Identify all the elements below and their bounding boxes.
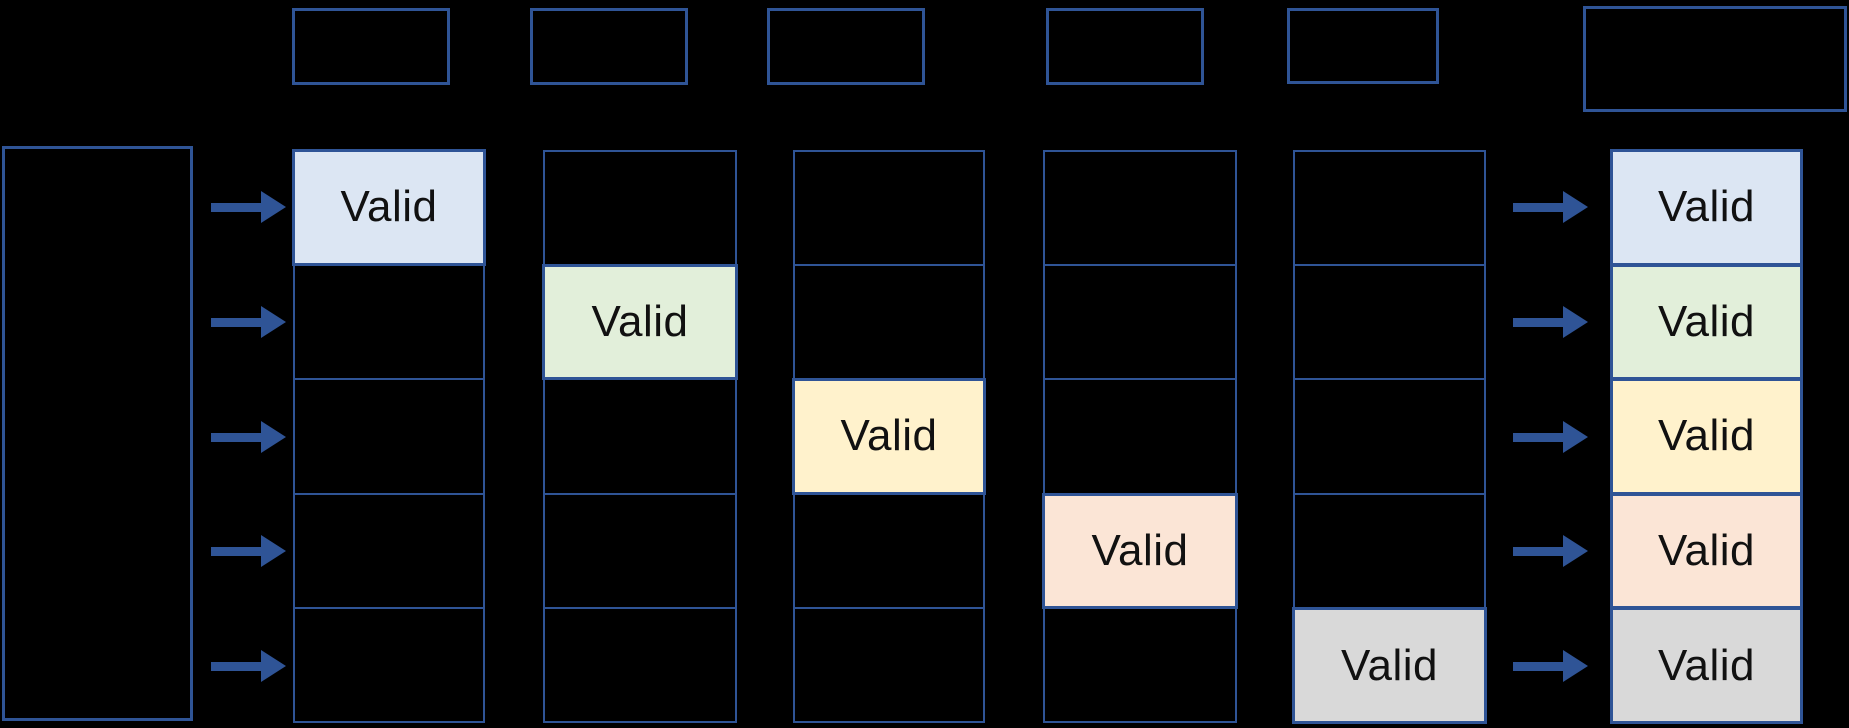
- cell-c3-r5: [795, 606, 983, 721]
- valid-cell-c2-r2: Valid: [542, 263, 738, 381]
- valid-cell-c3-r3: Valid: [792, 378, 986, 495]
- cell-c4-r1: [1045, 152, 1235, 264]
- arrow-head: [1563, 649, 1588, 682]
- cell-c1-r2: [295, 264, 483, 378]
- column-4: [1043, 150, 1237, 723]
- valid-cell-label: Valid: [1091, 526, 1189, 576]
- cell-c2-r5: [545, 606, 735, 721]
- arrow-head: [261, 305, 286, 338]
- cell-c3-r1: [795, 152, 983, 264]
- cell-c4-r3: [1045, 378, 1235, 492]
- arrow-shaft: [211, 547, 263, 557]
- cell-c5-r1: [1295, 152, 1484, 264]
- top-box-1: [292, 8, 450, 85]
- arrow-head: [1563, 535, 1588, 568]
- arrow-left-3: [211, 420, 286, 453]
- arrow-left-4: [211, 535, 286, 568]
- arrow-right-4: [1513, 535, 1588, 568]
- top-large-box: [1583, 6, 1847, 112]
- arrow-head: [261, 649, 286, 682]
- valid-cell-label: Valid: [840, 411, 938, 461]
- arrow-shaft: [211, 203, 263, 213]
- valid-cell-label: Valid: [1657, 411, 1756, 461]
- arrow-left-5: [211, 649, 286, 682]
- arrow-right-3: [1513, 420, 1588, 453]
- arrow-right-2: [1513, 305, 1588, 338]
- arrow-head: [1563, 305, 1588, 338]
- valid-cell-label: Valid: [340, 182, 438, 232]
- top-box-4: [1046, 8, 1204, 85]
- arrow-shaft: [211, 317, 263, 327]
- arrow-shaft: [1513, 432, 1565, 442]
- cell-c2-r4: [545, 492, 735, 607]
- top-box-5: [1287, 8, 1439, 84]
- arrow-left-2: [211, 305, 286, 338]
- cell-c4-r5: [1045, 606, 1235, 721]
- valid-cell-c6-r4: Valid: [1610, 492, 1803, 610]
- cell-c4-r2: [1045, 264, 1235, 378]
- valid-cell-c6-r2: Valid: [1610, 263, 1803, 381]
- column-2: [543, 150, 737, 723]
- cell-c5-r3: [1295, 378, 1484, 492]
- source-box: [2, 146, 193, 721]
- cell-c1-r3: [295, 378, 483, 492]
- cell-c3-r2: [795, 264, 983, 378]
- cell-c1-r5: [295, 606, 483, 721]
- valid-cell-label: Valid: [1657, 296, 1756, 346]
- top-box-2: [530, 8, 688, 85]
- cell-c2-r3: [545, 378, 735, 492]
- arrow-head: [1563, 191, 1588, 224]
- cell-c5-r2: [1295, 264, 1484, 378]
- arrow-shaft: [1513, 317, 1565, 327]
- cell-c5-r4: [1295, 492, 1484, 607]
- valid-cell-c1-r1: Valid: [292, 149, 486, 266]
- valid-cell-c6-r3: Valid: [1610, 378, 1803, 495]
- arrow-shaft: [1513, 661, 1565, 671]
- top-box-3: [767, 8, 925, 85]
- arrow-right-5: [1513, 649, 1588, 682]
- arrow-shaft: [211, 432, 263, 442]
- arrow-head: [261, 535, 286, 568]
- valid-cell-c5-r5: Valid: [1292, 607, 1487, 724]
- valid-cell-label: Valid: [1340, 640, 1439, 690]
- arrow-shaft: [1513, 203, 1565, 213]
- arrow-shaft: [211, 661, 263, 671]
- cell-c3-r4: [795, 492, 983, 607]
- valid-cell-c6-r5: Valid: [1610, 607, 1803, 724]
- valid-cell-c6-r1: Valid: [1610, 149, 1803, 266]
- valid-cell-label: Valid: [1657, 526, 1756, 576]
- valid-cell-c4-r4: Valid: [1042, 492, 1238, 610]
- valid-cell-label: Valid: [1657, 182, 1756, 232]
- arrow-head: [261, 420, 286, 453]
- arrow-head: [261, 191, 286, 224]
- arrow-shaft: [1513, 547, 1565, 557]
- arrow-left-1: [211, 191, 286, 224]
- cell-c1-r4: [295, 492, 483, 607]
- cell-c2-r1: [545, 152, 735, 264]
- arrow-right-1: [1513, 191, 1588, 224]
- valid-cell-label: Valid: [1657, 640, 1756, 690]
- valid-cell-label: Valid: [591, 296, 689, 346]
- arrow-head: [1563, 420, 1588, 453]
